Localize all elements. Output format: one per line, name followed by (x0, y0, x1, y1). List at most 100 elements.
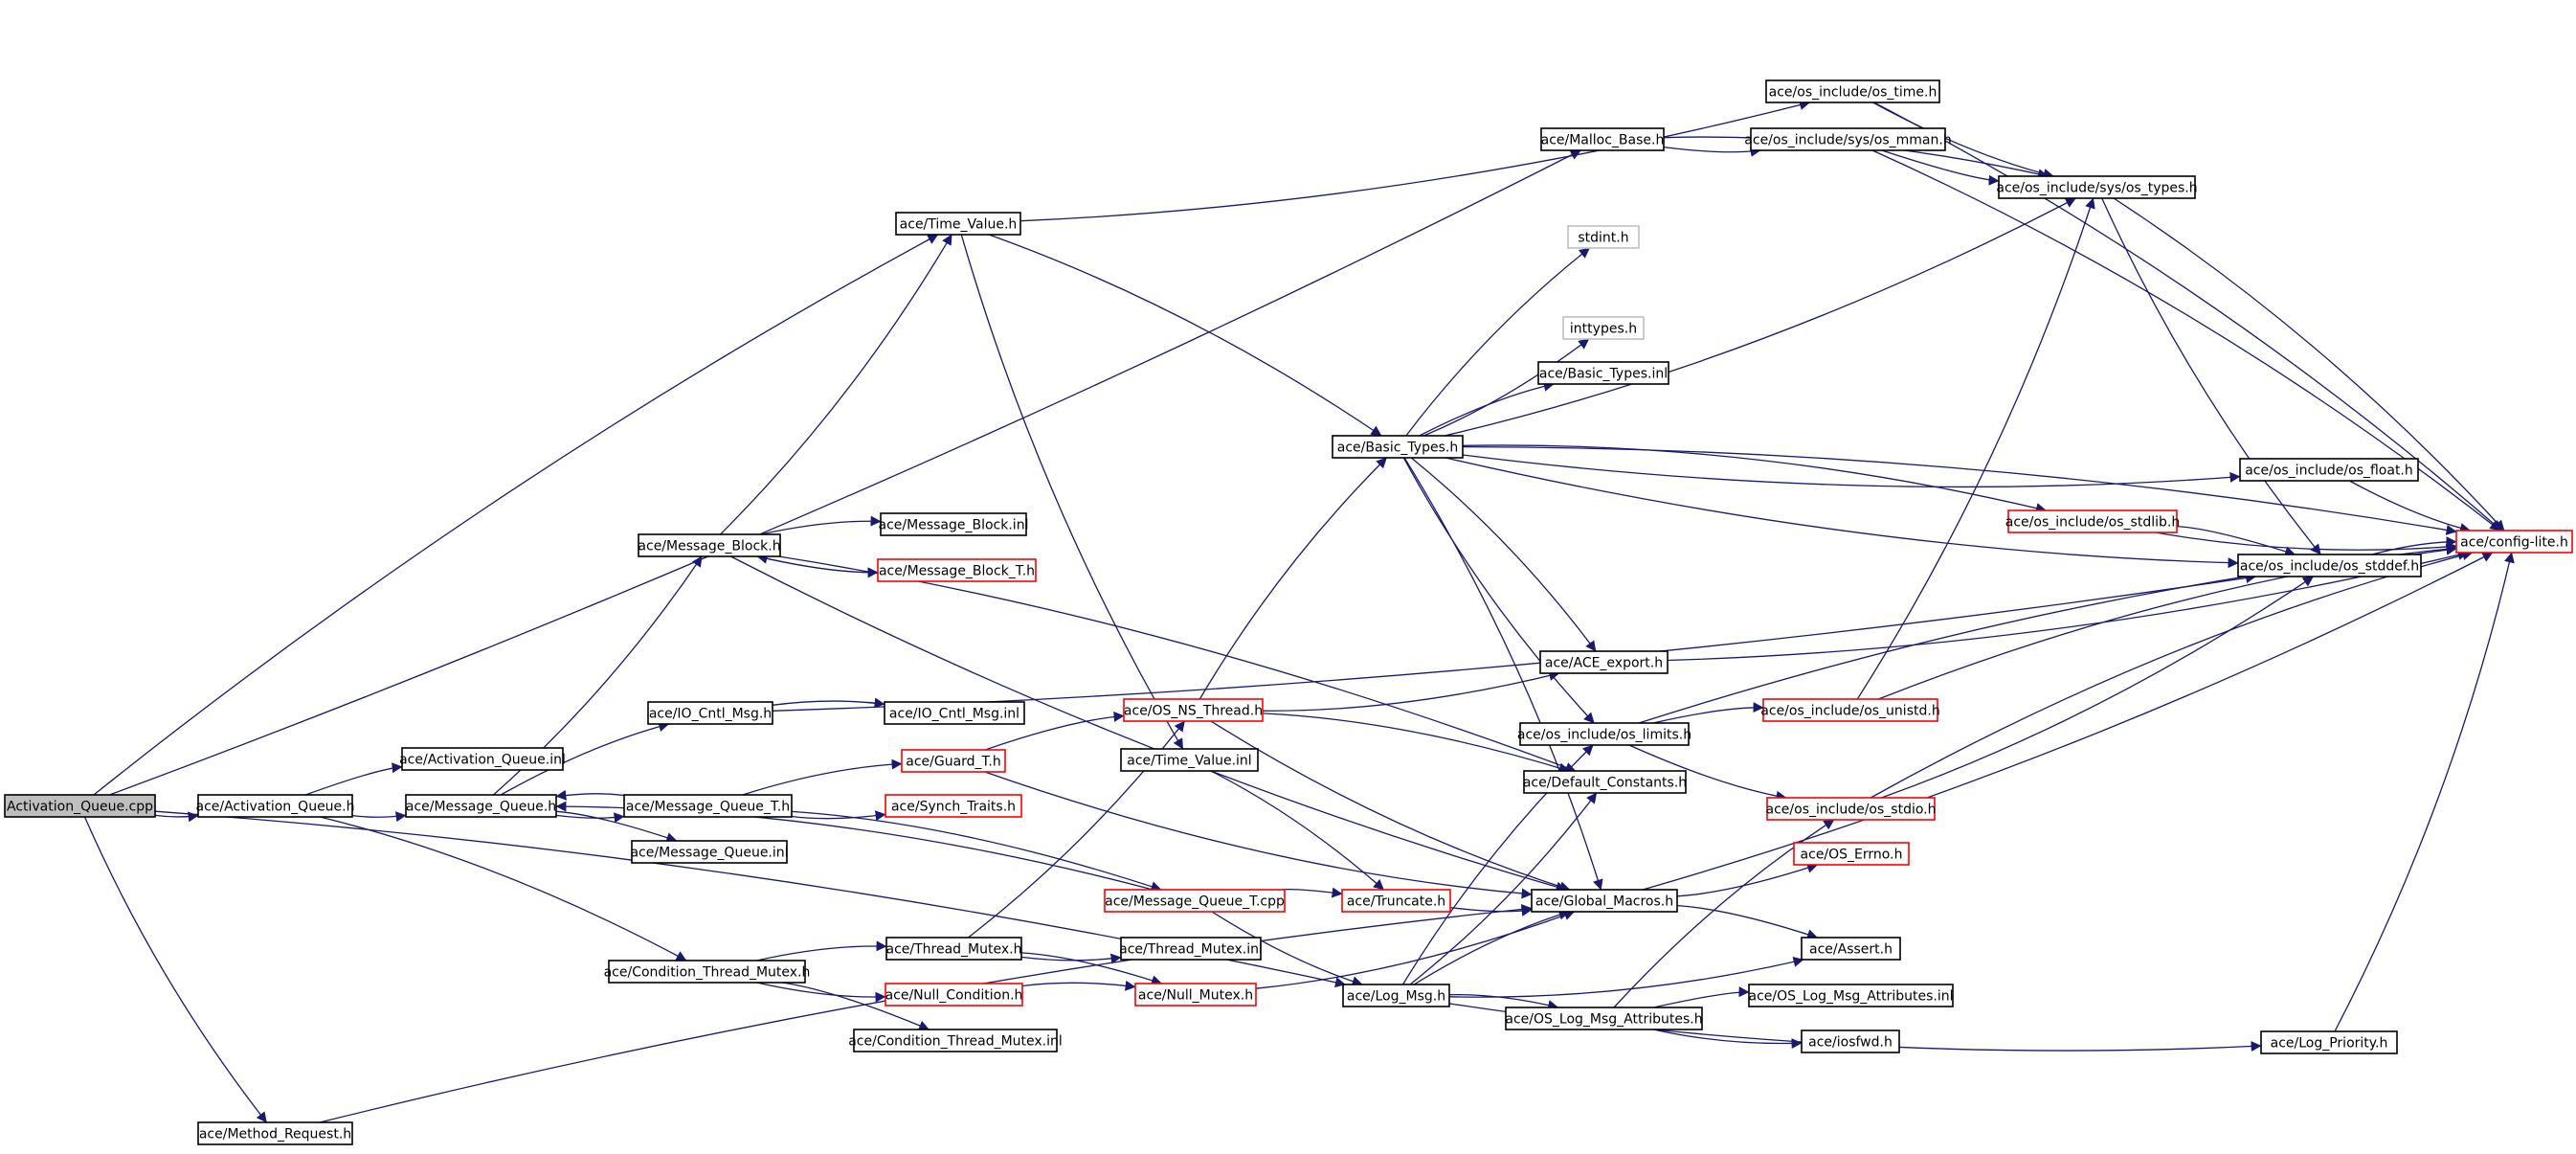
node-label: ace/iosfwd.h (1808, 1035, 1893, 1051)
node-box (1998, 175, 2196, 199)
edge-basic_types_h-to-os_types_h (1444, 197, 2076, 437)
edge-guard_t_h-to-global_macros_h (984, 771, 1533, 899)
node-time-value-inl[interactable]: ace/Time_Value.inl (1120, 748, 1259, 772)
node-box (895, 212, 1021, 236)
node-log-priority-h[interactable]: ace/Log_Priority.h (2260, 1030, 2398, 1054)
node-box (1123, 698, 1264, 722)
node-guard-t-h[interactable]: ace/Guard_T.h (901, 749, 1006, 773)
edge-basic_types_h-to-os_limits_h (1402, 457, 1595, 724)
node-label: ace/os_include/sys/os_types.h (1996, 181, 2197, 196)
edge-message_queue_h-to-io_cntl_msg_h (500, 721, 670, 796)
node-label: ace/Message_Block_T.h (879, 564, 1035, 579)
node-label: ace/Condition_Thread_Mutex.h (604, 965, 811, 981)
edge-thread_mutex_h-to-thread_mutex_inl (1020, 953, 1122, 964)
node-basic-types-inl[interactable]: ace/Basic_Types.inl (1537, 361, 1669, 385)
edge-activation_queue_h-to-message_queue_h (351, 811, 407, 823)
edge-os_ns_thread_h-to-global_macros_h (1210, 720, 1571, 893)
node-null-condition-h[interactable]: ace/Null_Condition.h (885, 983, 1023, 1007)
edge-basic_types_h-to-os_float_h (1462, 454, 2241, 488)
node-config-lite-h[interactable]: ace/config-lite.h (2455, 530, 2573, 554)
edge-message_queue_t_cpp-to-truncate_h (1282, 887, 1343, 898)
node-malloc-base-h[interactable]: ace/Malloc_Base.h (1540, 127, 1665, 151)
node-log-msg-h[interactable]: ace/Log_Msg.h (1342, 984, 1450, 1007)
node-box (608, 960, 806, 984)
node-os-log-msg-attributes-h[interactable]: ace/OS_Log_Msg_Attributes.h (1505, 1007, 1703, 1030)
node-box (623, 794, 793, 818)
node-os-stdio-h[interactable]: ace/os_include/os_stdio.h (1766, 797, 1937, 821)
node-condition-thread-mutex-inl[interactable]: ace/Condition_Thread_Mutex.inl (848, 1029, 1063, 1052)
node-os-types-h[interactable]: ace/os_include/sys/os_types.h (1996, 175, 2198, 199)
node-box (884, 701, 1025, 725)
node-global-macros-h[interactable]: ace/Global_Macros.h (1531, 889, 1678, 913)
node-message-block-t-h[interactable]: ace/Message_Block_T.h (877, 558, 1037, 582)
node-message-queue-inl[interactable]: ace/Message_Queue.inl (630, 840, 789, 864)
node-label: ace/Time_Value.inl (1127, 754, 1251, 769)
node-label: ace/os_include/os_limits.h (1517, 728, 1691, 743)
edge-os_mman_h-to-os_types_h (1881, 149, 2000, 186)
node-os-log-msg-attributes-inl[interactable]: ace/OS_Log_Msg_Attributes.inl (1748, 984, 1954, 1007)
node-os-mman-h[interactable]: ace/os_include/sys/os_mman.h (1744, 127, 1952, 151)
node-time-value-h[interactable]: ace/Time_Value.h (895, 212, 1021, 236)
edge-time_value_h-to-time_value_inl (960, 234, 1184, 750)
node-label: ace/Log_Priority.h (2271, 1036, 2388, 1052)
node-ace-export-h[interactable]: ace/ACE_export.h (1539, 650, 1669, 674)
node-box (1766, 797, 1936, 821)
edge-os_unistd_h-to-os_types_h (1856, 197, 2095, 700)
node-iosfwd-h[interactable]: ace/iosfwd.h (1801, 1030, 1900, 1053)
edge-time_value_h-to-os_time_h (1019, 100, 1811, 222)
node-os-stdlib-h[interactable]: ace/os_include/os_stdlib.h (2005, 509, 2180, 533)
node-box (2237, 554, 2422, 577)
edge-activation_queue_h-to-condition_thread_mutex_h (320, 816, 687, 962)
edge-message_queue_t_h-to-guard_t_h (742, 758, 903, 796)
node-label: ace/os_include/os_unistd.h (1760, 704, 1939, 719)
node-os-ns-thread-h[interactable]: ace/OS_NS_Thread.h (1123, 698, 1264, 722)
node-box (1341, 889, 1451, 913)
edge-message_queue_t_h-to-message_queue_t_cpp (791, 810, 1162, 892)
node-message-queue-h[interactable]: ace/Message_Queue.h (405, 794, 557, 818)
edge-thread_mutex_h-to-null_mutex_h (1020, 952, 1163, 986)
node-box (197, 794, 353, 818)
node-os-unistd-h[interactable]: ace/os_include/os_unistd.h (1760, 698, 1940, 722)
node-box (1750, 127, 1946, 151)
node-os-stddef-h[interactable]: ace/os_include/os_stddef.h (2237, 554, 2422, 577)
node-label: ace/Message_Queue.inl (630, 846, 788, 861)
node-truncate-h[interactable]: ace/Truncate.h (1341, 889, 1451, 913)
node-method-request-h[interactable]: ace/Method_Request.h (197, 1121, 353, 1145)
node-box (885, 937, 1022, 961)
edge-basic_types_h-to-os_stdlib_h (1462, 444, 2047, 513)
node-io-cntl-msg-inl[interactable]: ace/IO_Cntl_Msg.inl (884, 701, 1025, 725)
node-message-block-inl[interactable]: ace/Message_Block.inl (879, 512, 1029, 536)
node-activation-queue-cpp[interactable]: Activation_Queue.cpp (4, 794, 156, 818)
node-activation-queue-inl[interactable]: ace/Activation_Queue.inl (399, 747, 566, 771)
node-box (885, 983, 1023, 1007)
node-activation-queue-h[interactable]: ace/Activation_Queue.h (195, 794, 355, 818)
node-label: ace/os_include/sys/os_mman.h (1744, 133, 1951, 148)
node-box (1539, 650, 1669, 674)
node-io-cntl-msg-h[interactable]: ace/IO_Cntl_Msg.h (647, 701, 773, 725)
edge-os_log_msg_attributes_h-to-os_stdio_h (1613, 819, 1835, 1008)
node-thread-mutex-h[interactable]: ace/Thread_Mutex.h (885, 937, 1022, 961)
node-condition-thread-mutex-h[interactable]: ace/Condition_Thread_Mutex.h (604, 960, 811, 984)
node-message-queue-t-cpp[interactable]: ace/Message_Queue_T.cpp (1104, 889, 1286, 913)
node-message-block-h[interactable]: ace/Message_Block.h (638, 533, 781, 557)
node-box (2455, 530, 2573, 554)
node-synch-traits-h[interactable]: ace/Synch_Traits.h (885, 794, 1022, 818)
node-label: ace/os_include/os_float.h (2245, 464, 2413, 479)
edge-basic_types_h-to-stdint_h (1405, 247, 1590, 437)
node-label: ace/Default_Constants.h (1523, 776, 1687, 791)
node-os-time-h[interactable]: ace/os_include/os_time.h (1765, 79, 1940, 103)
node-null-mutex-h[interactable]: ace/Null_Mutex.h (1134, 983, 1257, 1007)
edge-global_macros_h-to-assert_h (1676, 904, 1819, 939)
node-os-errno-h[interactable]: ace/OS_Errno.h (1793, 842, 1910, 866)
node-basic-types-h[interactable]: ace/Basic_Types.h (1332, 435, 1464, 459)
node-assert-h[interactable]: ace/Assert.h (1801, 937, 1901, 961)
node-thread-mutex-inl[interactable]: ace/Thread_Mutex.inl (1119, 937, 1263, 961)
edge-os_limits_h-to-os_unistd_h (1652, 702, 1764, 724)
node-box (2260, 1030, 2398, 1054)
node-label: ace/IO_Cntl_Msg.h (649, 707, 772, 722)
node-os-float-h[interactable]: ace/os_include/os_float.h (2239, 458, 2419, 482)
node-os-limits-h[interactable]: ace/os_include/os_limits.h (1517, 722, 1691, 746)
node-default-constants-h[interactable]: ace/Default_Constants.h (1523, 770, 1687, 794)
node-box (853, 1029, 1058, 1052)
node-message-queue-t-h[interactable]: ace/Message_Queue_T.h (623, 794, 793, 818)
